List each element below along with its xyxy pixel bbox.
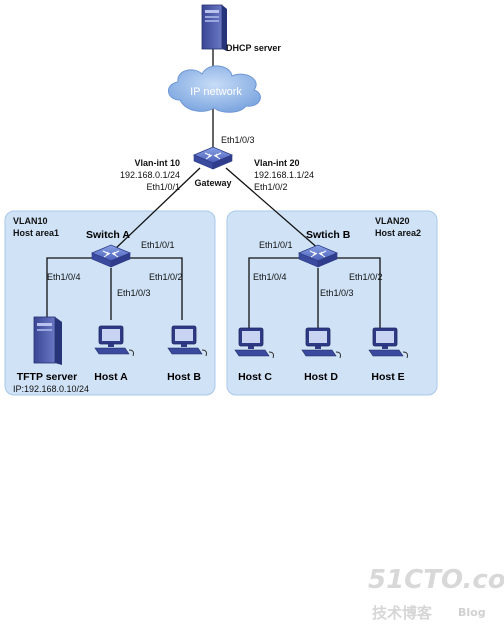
switch-a-label: Switch A	[86, 229, 130, 241]
host-area2-label: Host area2	[375, 228, 421, 238]
dhcp-server-icon	[201, 4, 227, 51]
gateway-left-ip: 192.168.0.1/24	[120, 170, 180, 180]
switch-a-port-left: Eth1/0/4	[47, 272, 81, 282]
switch-b-port-left: Eth1/0/4	[253, 272, 287, 282]
switch-b-port-right: Eth1/0/2	[349, 272, 383, 282]
gateway-left-port: Eth1/0/1	[146, 182, 180, 192]
host-e-label: Host E	[371, 371, 404, 383]
gateway-right-ip: 192.168.1.1/24	[254, 170, 314, 180]
gateway-switch-icon	[193, 146, 233, 170]
gateway-right-port: Eth1/0/2	[254, 182, 288, 192]
gateway-right-vlan-if: Vlan-int 20	[254, 158, 300, 168]
vlan20-label: VLAN20	[375, 216, 410, 226]
ip-network-label: IP network	[190, 86, 242, 98]
tftp-server-ip: IP:192.168.0.10/24	[13, 384, 89, 394]
links	[46, 48, 381, 328]
switch-b-uplink-port: Eth1/0/1	[259, 240, 293, 250]
watermark-site: 51CTO.com	[368, 565, 504, 595]
host-b-label: Host B	[167, 371, 201, 383]
watermark-cn: 技术博客	[372, 604, 433, 622]
gateway-label: Gateway	[194, 178, 231, 188]
gateway-left-vlan-if: Vlan-int 10	[134, 158, 180, 168]
switch-b-port-mid: Eth1/0/3	[320, 288, 354, 298]
switch-a-port-right: Eth1/0/2	[149, 272, 183, 282]
switch-b-label: Swtich B	[306, 229, 351, 241]
tftp-server-label: TFTP server	[17, 371, 78, 383]
tftp-server-icon	[33, 316, 62, 365]
host-a-label: Host A	[94, 371, 128, 383]
vlan10-label: VLAN10	[13, 216, 48, 226]
gateway-uplink-port: Eth1/0/3	[221, 135, 255, 145]
dhcp-server-label: DHCP server	[226, 43, 281, 53]
host-area1-label: Host area1	[13, 228, 59, 238]
watermark-blog: Blog	[458, 606, 486, 619]
ip-network-cloud-icon	[168, 65, 261, 113]
host-d-label: Host D	[304, 371, 338, 383]
switch-a-port-mid: Eth1/0/3	[117, 288, 151, 298]
switch-a-uplink-port: Eth1/0/1	[141, 240, 175, 250]
host-c-label: Host C	[238, 371, 272, 383]
